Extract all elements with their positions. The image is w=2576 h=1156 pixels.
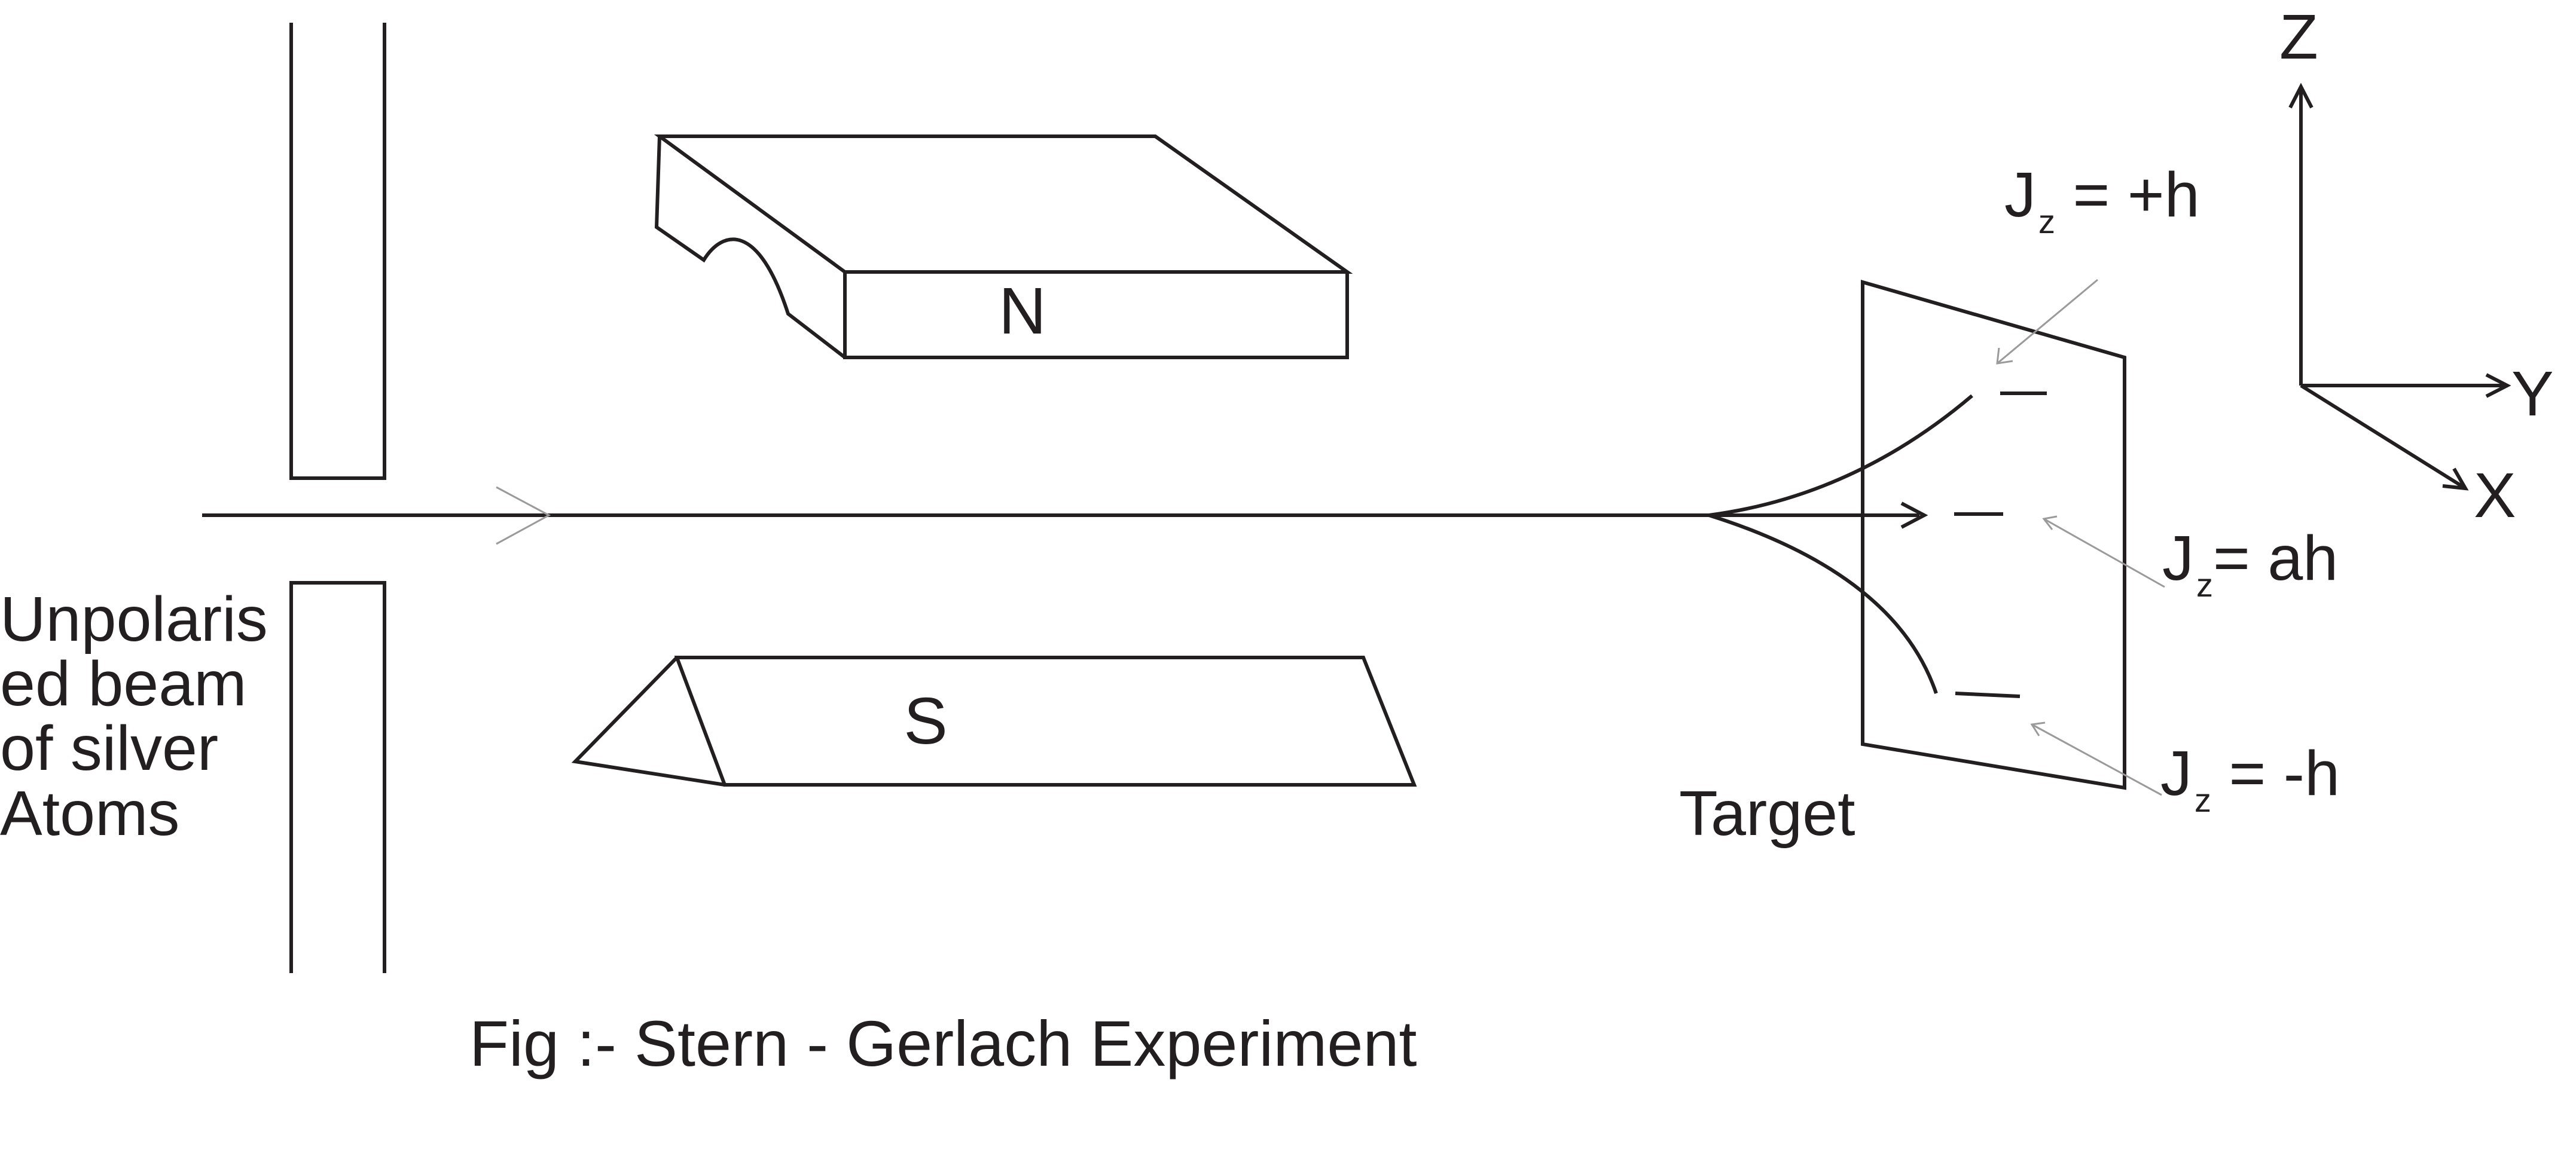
upper-state-pointer	[1997, 279, 2098, 365]
state-pointers	[1996, 279, 2165, 796]
atomic-beam	[202, 486, 1709, 545]
lower-state-label: Jz = -h	[2160, 738, 2340, 819]
lower-state-pointer	[2031, 723, 2162, 796]
source-label-line-3: of silver	[0, 713, 218, 784]
x-axis-label: X	[2474, 460, 2516, 531]
y-axis-label: Y	[2511, 359, 2554, 429]
target-screen: Target	[1679, 280, 2126, 849]
south-pole-label: S	[904, 684, 947, 758]
north-magnet: N	[654, 134, 1353, 359]
upper-state-label: Jz = +h	[2004, 160, 2200, 240]
coordinate-axes: Z Y X	[2279, 2, 2554, 531]
beam-direction-arrow	[496, 486, 551, 545]
deflected-beams	[1708, 394, 1973, 694]
collimator-slit	[289, 23, 386, 973]
target-plate	[1861, 280, 2126, 790]
south-magnet: S	[571, 656, 1417, 787]
source-description: Unpolaris ed beam of silver Atoms	[0, 584, 268, 849]
figure-caption: Fig :- Stern - Gerlach Experiment	[469, 1007, 1417, 1079]
x-axis-arrowhead	[2442, 467, 2469, 491]
z-axis-label: Z	[2279, 2, 2318, 72]
middle-state-label: Jz= ah	[2162, 523, 2338, 604]
source-label-line-2: ed beam	[0, 649, 247, 719]
target-label: Target	[1679, 778, 1855, 849]
middle-path-arrowhead	[1900, 501, 1928, 529]
x-axis	[2300, 384, 2465, 489]
slit-lower-plate	[289, 581, 386, 973]
source-label-line-1: Unpolaris	[0, 584, 268, 655]
lower-deflected-path	[1708, 513, 1938, 694]
y-axis-arrowhead	[2485, 373, 2511, 398]
north-pole-label: N	[999, 274, 1046, 348]
middle-state-pointer	[2043, 518, 2165, 588]
lower-spot	[1955, 692, 2020, 698]
z-axis-arrowhead	[2288, 82, 2313, 109]
source-label-line-4: Atoms	[0, 778, 179, 849]
slit-upper-plate	[289, 23, 386, 480]
upper-deflected-path	[1708, 394, 1973, 517]
